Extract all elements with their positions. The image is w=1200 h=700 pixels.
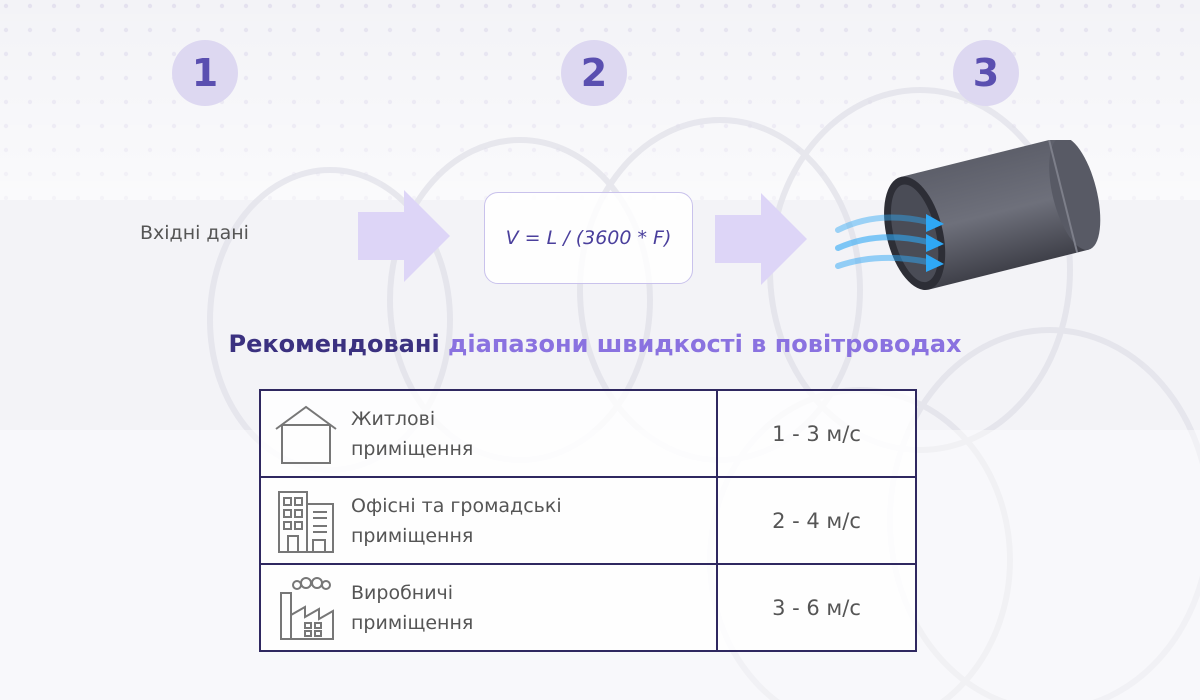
room-type-cell: Житлові приміщення [259,389,718,478]
room-type-label: Житлові приміщення [351,407,474,460]
room-type-cell: Офісні та громадські приміщення [259,476,718,565]
heading-part-1: Рекомендовані [228,330,440,358]
formula-box: V = L / (3600 * F) [484,192,693,284]
office-building-icon [278,490,334,553]
arrow-right-icon [715,193,807,285]
step-1-circle: 1 [172,40,238,106]
step-number: 1 [191,51,219,95]
step-number: 3 [972,51,1000,95]
room-type-label: Офісні та громадські приміщення [351,494,562,547]
step-number: 2 [580,51,608,95]
speed-range-value: 3 - 6 м/с [716,563,917,652]
air-duct-illustration [835,140,1101,290]
room-type-label: Виробничі приміщення [351,581,474,634]
table-row: Офісні та громадські приміщення 2 - 4 м/… [259,476,917,565]
speed-range-value: 2 - 4 м/с [716,476,917,565]
room-type-cell: Виробничі приміщення [259,563,718,652]
step-2-circle: 2 [561,40,627,106]
input-data-label: Вхідні дані [140,222,249,244]
arrow-right-icon [358,190,450,282]
speed-range-value: 1 - 3 м/с [716,389,917,478]
section-heading: Рекомендовані діапазони швидкості в пові… [0,330,1190,358]
formula-text: V = L / (3600 * F) [505,227,672,249]
step-3-circle: 3 [953,40,1019,106]
house-icon [275,405,337,464]
table-row: Житлові приміщення 1 - 3 м/с [259,389,917,478]
heading-part-2: діапазони швидкості в повітроводах [448,330,962,358]
table-row: Виробничі приміщення 3 - 6 м/с [259,563,917,652]
speed-ranges-table: Житлові приміщення 1 - 3 м/с [259,389,917,652]
factory-icon [280,576,334,640]
